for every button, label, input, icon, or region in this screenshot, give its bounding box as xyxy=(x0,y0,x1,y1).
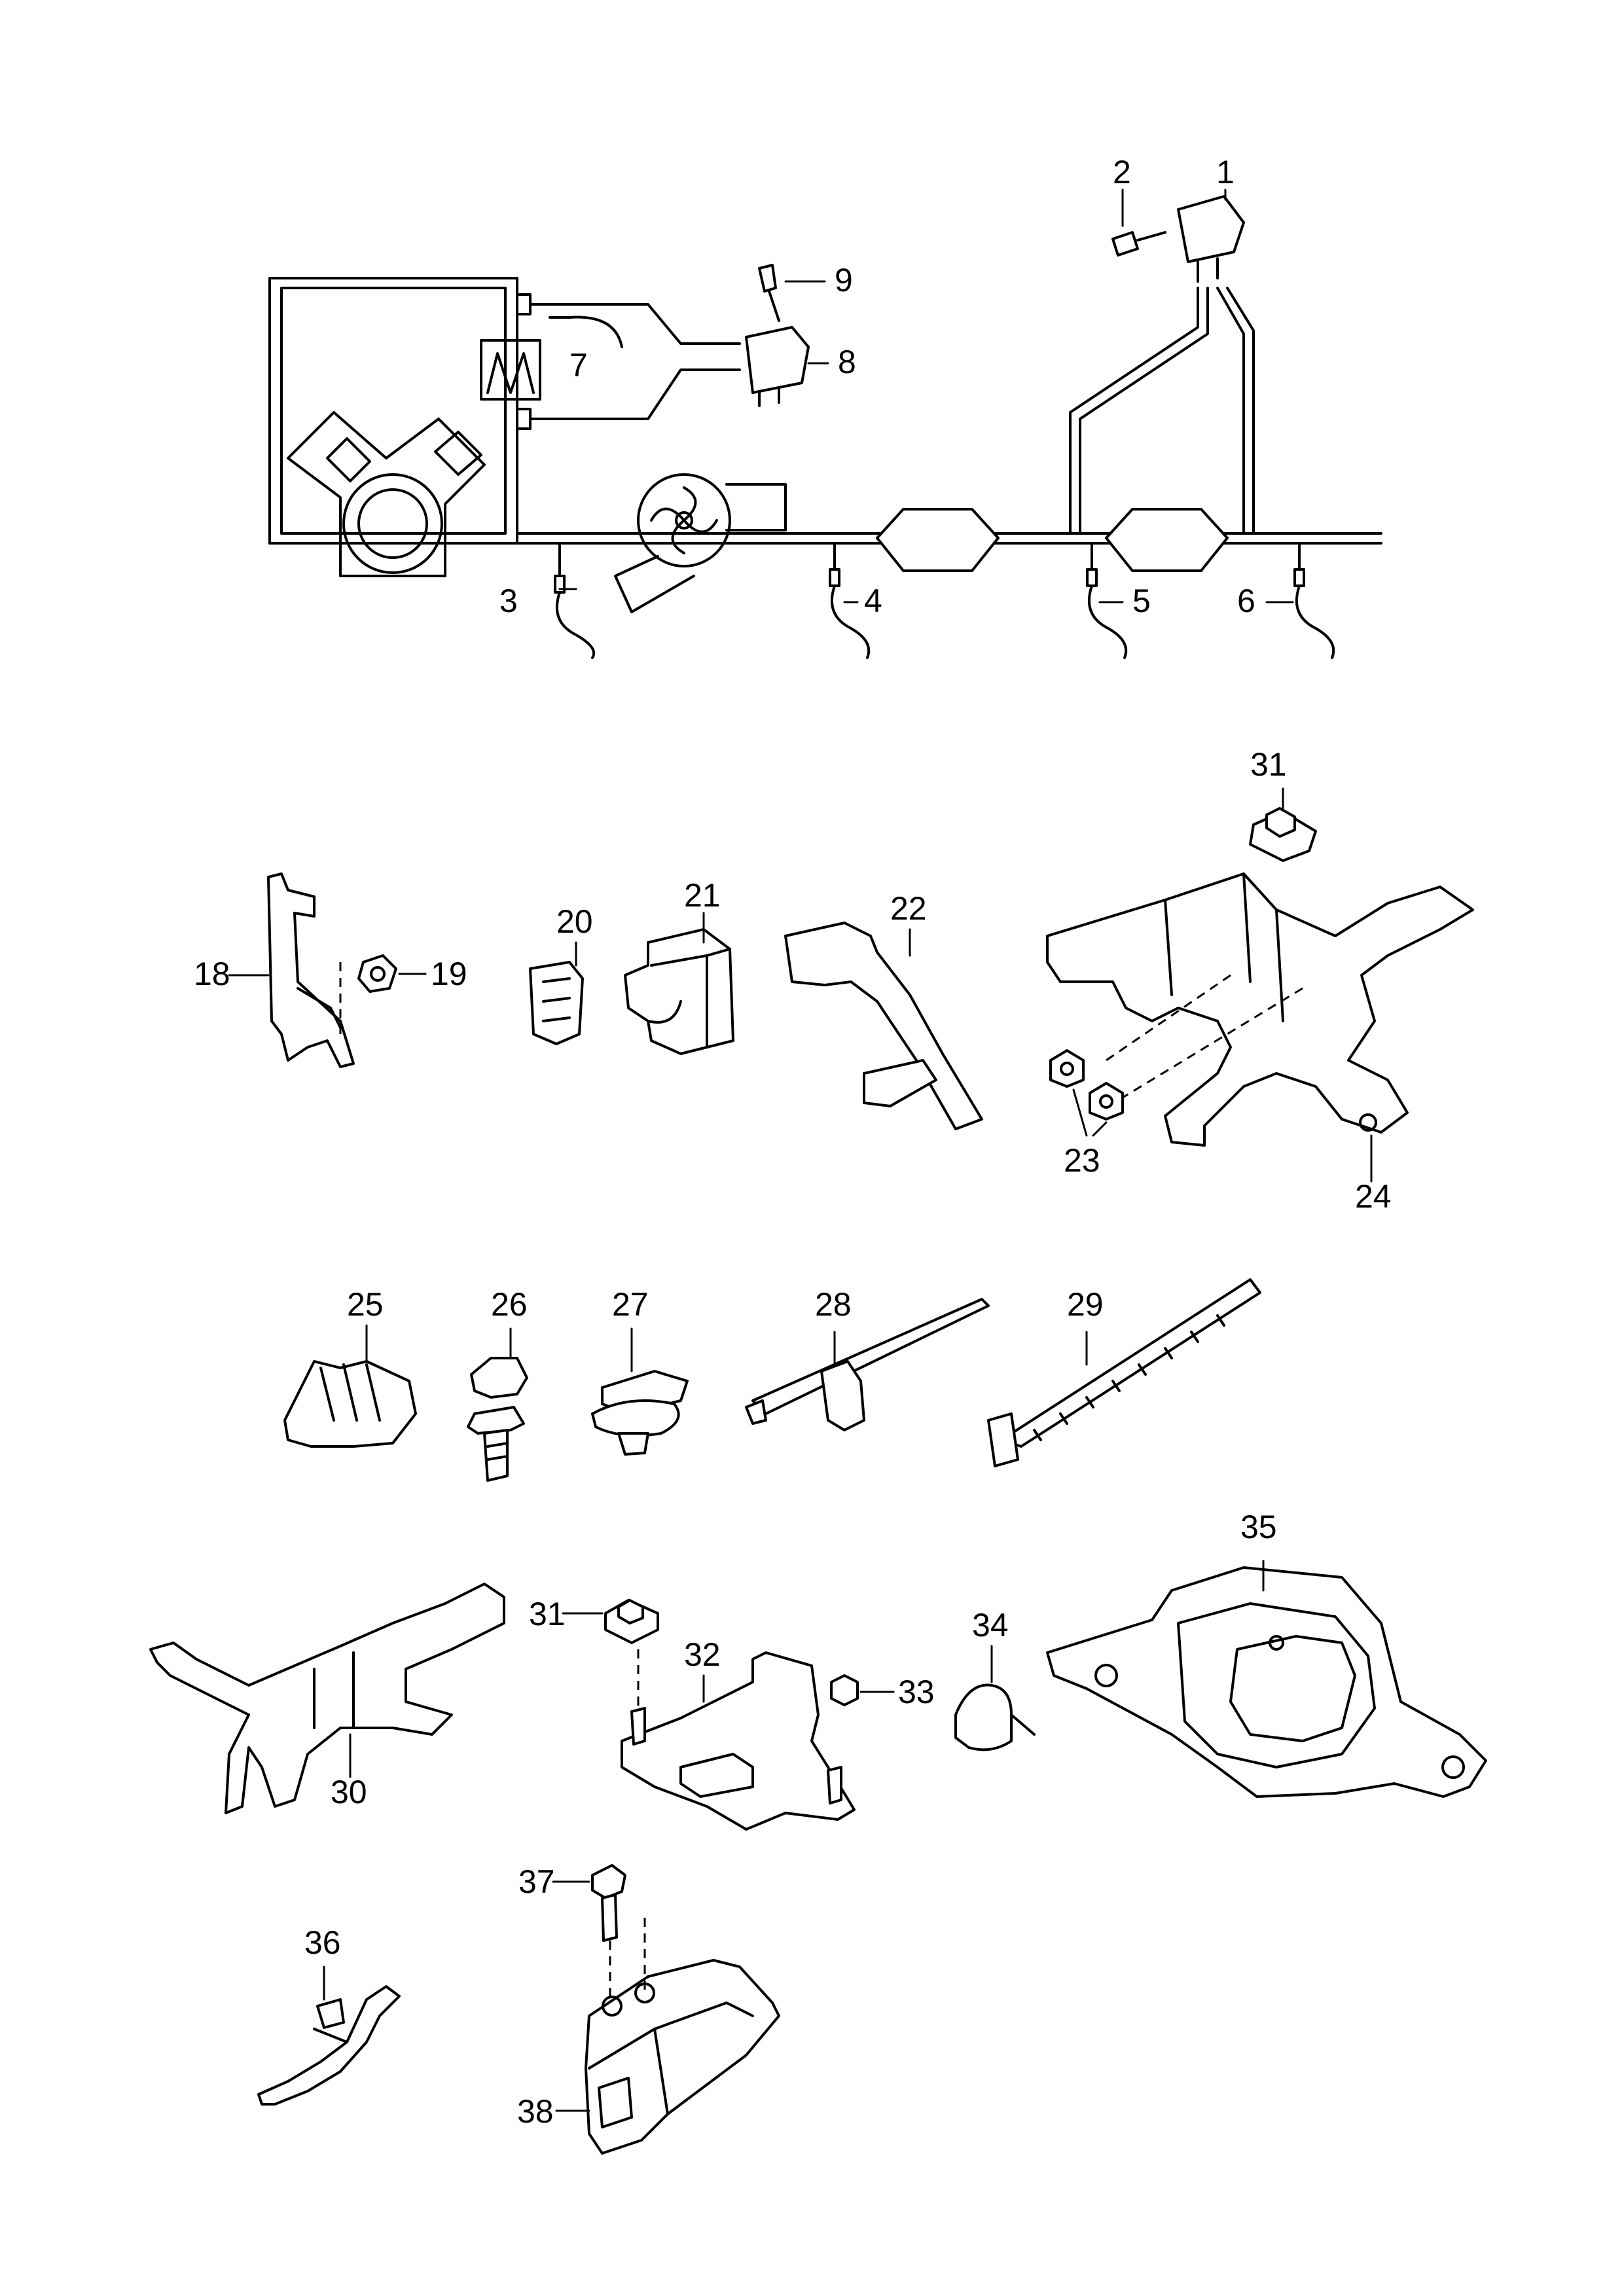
probe-5 xyxy=(1086,542,1128,659)
exhaust-schematic xyxy=(268,188,1382,659)
callout-31-bottom: 31 xyxy=(529,1596,566,1632)
callout-2: 2 xyxy=(1113,154,1131,190)
callout-31-top: 31 xyxy=(1250,746,1287,783)
part-29-cable-tie xyxy=(987,1278,1261,1467)
part-27-clip xyxy=(591,1370,689,1456)
probe-4 xyxy=(829,542,871,659)
callout-33: 33 xyxy=(898,1674,935,1710)
part-25-clip xyxy=(283,1360,417,1448)
callout-25: 25 xyxy=(347,1286,384,1323)
callout-29: 29 xyxy=(1067,1286,1104,1323)
callout-26: 26 xyxy=(491,1286,528,1323)
callout-21: 21 xyxy=(684,877,721,914)
callout-4: 4 xyxy=(864,583,882,619)
callout-1: 1 xyxy=(1216,154,1235,190)
callout-18: 18 xyxy=(194,956,230,992)
part-23-nuts xyxy=(1049,1049,1124,1121)
callout-35: 35 xyxy=(1240,1509,1277,1545)
callout-22: 22 xyxy=(890,890,927,927)
part-37-screw xyxy=(591,1864,626,1996)
part-22-holder xyxy=(784,922,983,1130)
part-36-clip xyxy=(257,1985,401,2106)
callout-27: 27 xyxy=(612,1286,649,1323)
part-35-control-unit xyxy=(1046,1566,1487,1798)
probe-3 xyxy=(554,542,596,659)
callout-7: 7 xyxy=(569,347,588,384)
turbo-icon xyxy=(614,473,787,613)
callout-6: 6 xyxy=(1237,583,1255,619)
callout-9: 9 xyxy=(835,262,853,298)
part-34-clip xyxy=(954,1683,1036,1751)
part-33-nut xyxy=(830,1674,859,1706)
part-38-unit xyxy=(585,1918,780,2155)
engine-icon xyxy=(287,411,486,577)
pressure-sensor-icon xyxy=(745,326,810,407)
part-20-clip xyxy=(529,961,584,1045)
catalytic-converter-icon xyxy=(876,508,1000,572)
part-28-cable-tie xyxy=(745,1298,990,1431)
callout-36: 36 xyxy=(304,1924,341,1961)
callout-28: 28 xyxy=(815,1286,852,1323)
part-32-plate xyxy=(621,1649,856,1831)
callout-30: 30 xyxy=(331,1774,367,1810)
probe-6 xyxy=(1293,542,1335,659)
particulate-filter-icon xyxy=(1105,508,1229,572)
part-31-clip-nut xyxy=(1249,807,1317,862)
part-30-bracket xyxy=(149,1583,505,1814)
callout-3: 3 xyxy=(499,583,518,619)
part-26-push-pin xyxy=(467,1357,528,1482)
part-24-frame xyxy=(1046,872,1474,1147)
part-21-block xyxy=(624,928,734,1055)
callout-34: 34 xyxy=(972,1607,1009,1643)
callout-23: 23 xyxy=(1064,1142,1100,1179)
heater-icon xyxy=(480,339,541,401)
callout-38: 38 xyxy=(517,2093,554,2130)
callout-5: 5 xyxy=(1132,583,1151,619)
callout-32: 32 xyxy=(684,1636,721,1673)
callout-8: 8 xyxy=(838,344,856,380)
part-31-clip-nut-2 xyxy=(604,1599,659,1644)
part-18-bracket xyxy=(267,872,355,1068)
callout-24: 24 xyxy=(1355,1178,1392,1215)
callout-20: 20 xyxy=(556,903,593,940)
callout-37: 37 xyxy=(518,1863,555,1900)
part-19-nut xyxy=(357,954,397,993)
callout-19: 19 xyxy=(431,956,467,992)
